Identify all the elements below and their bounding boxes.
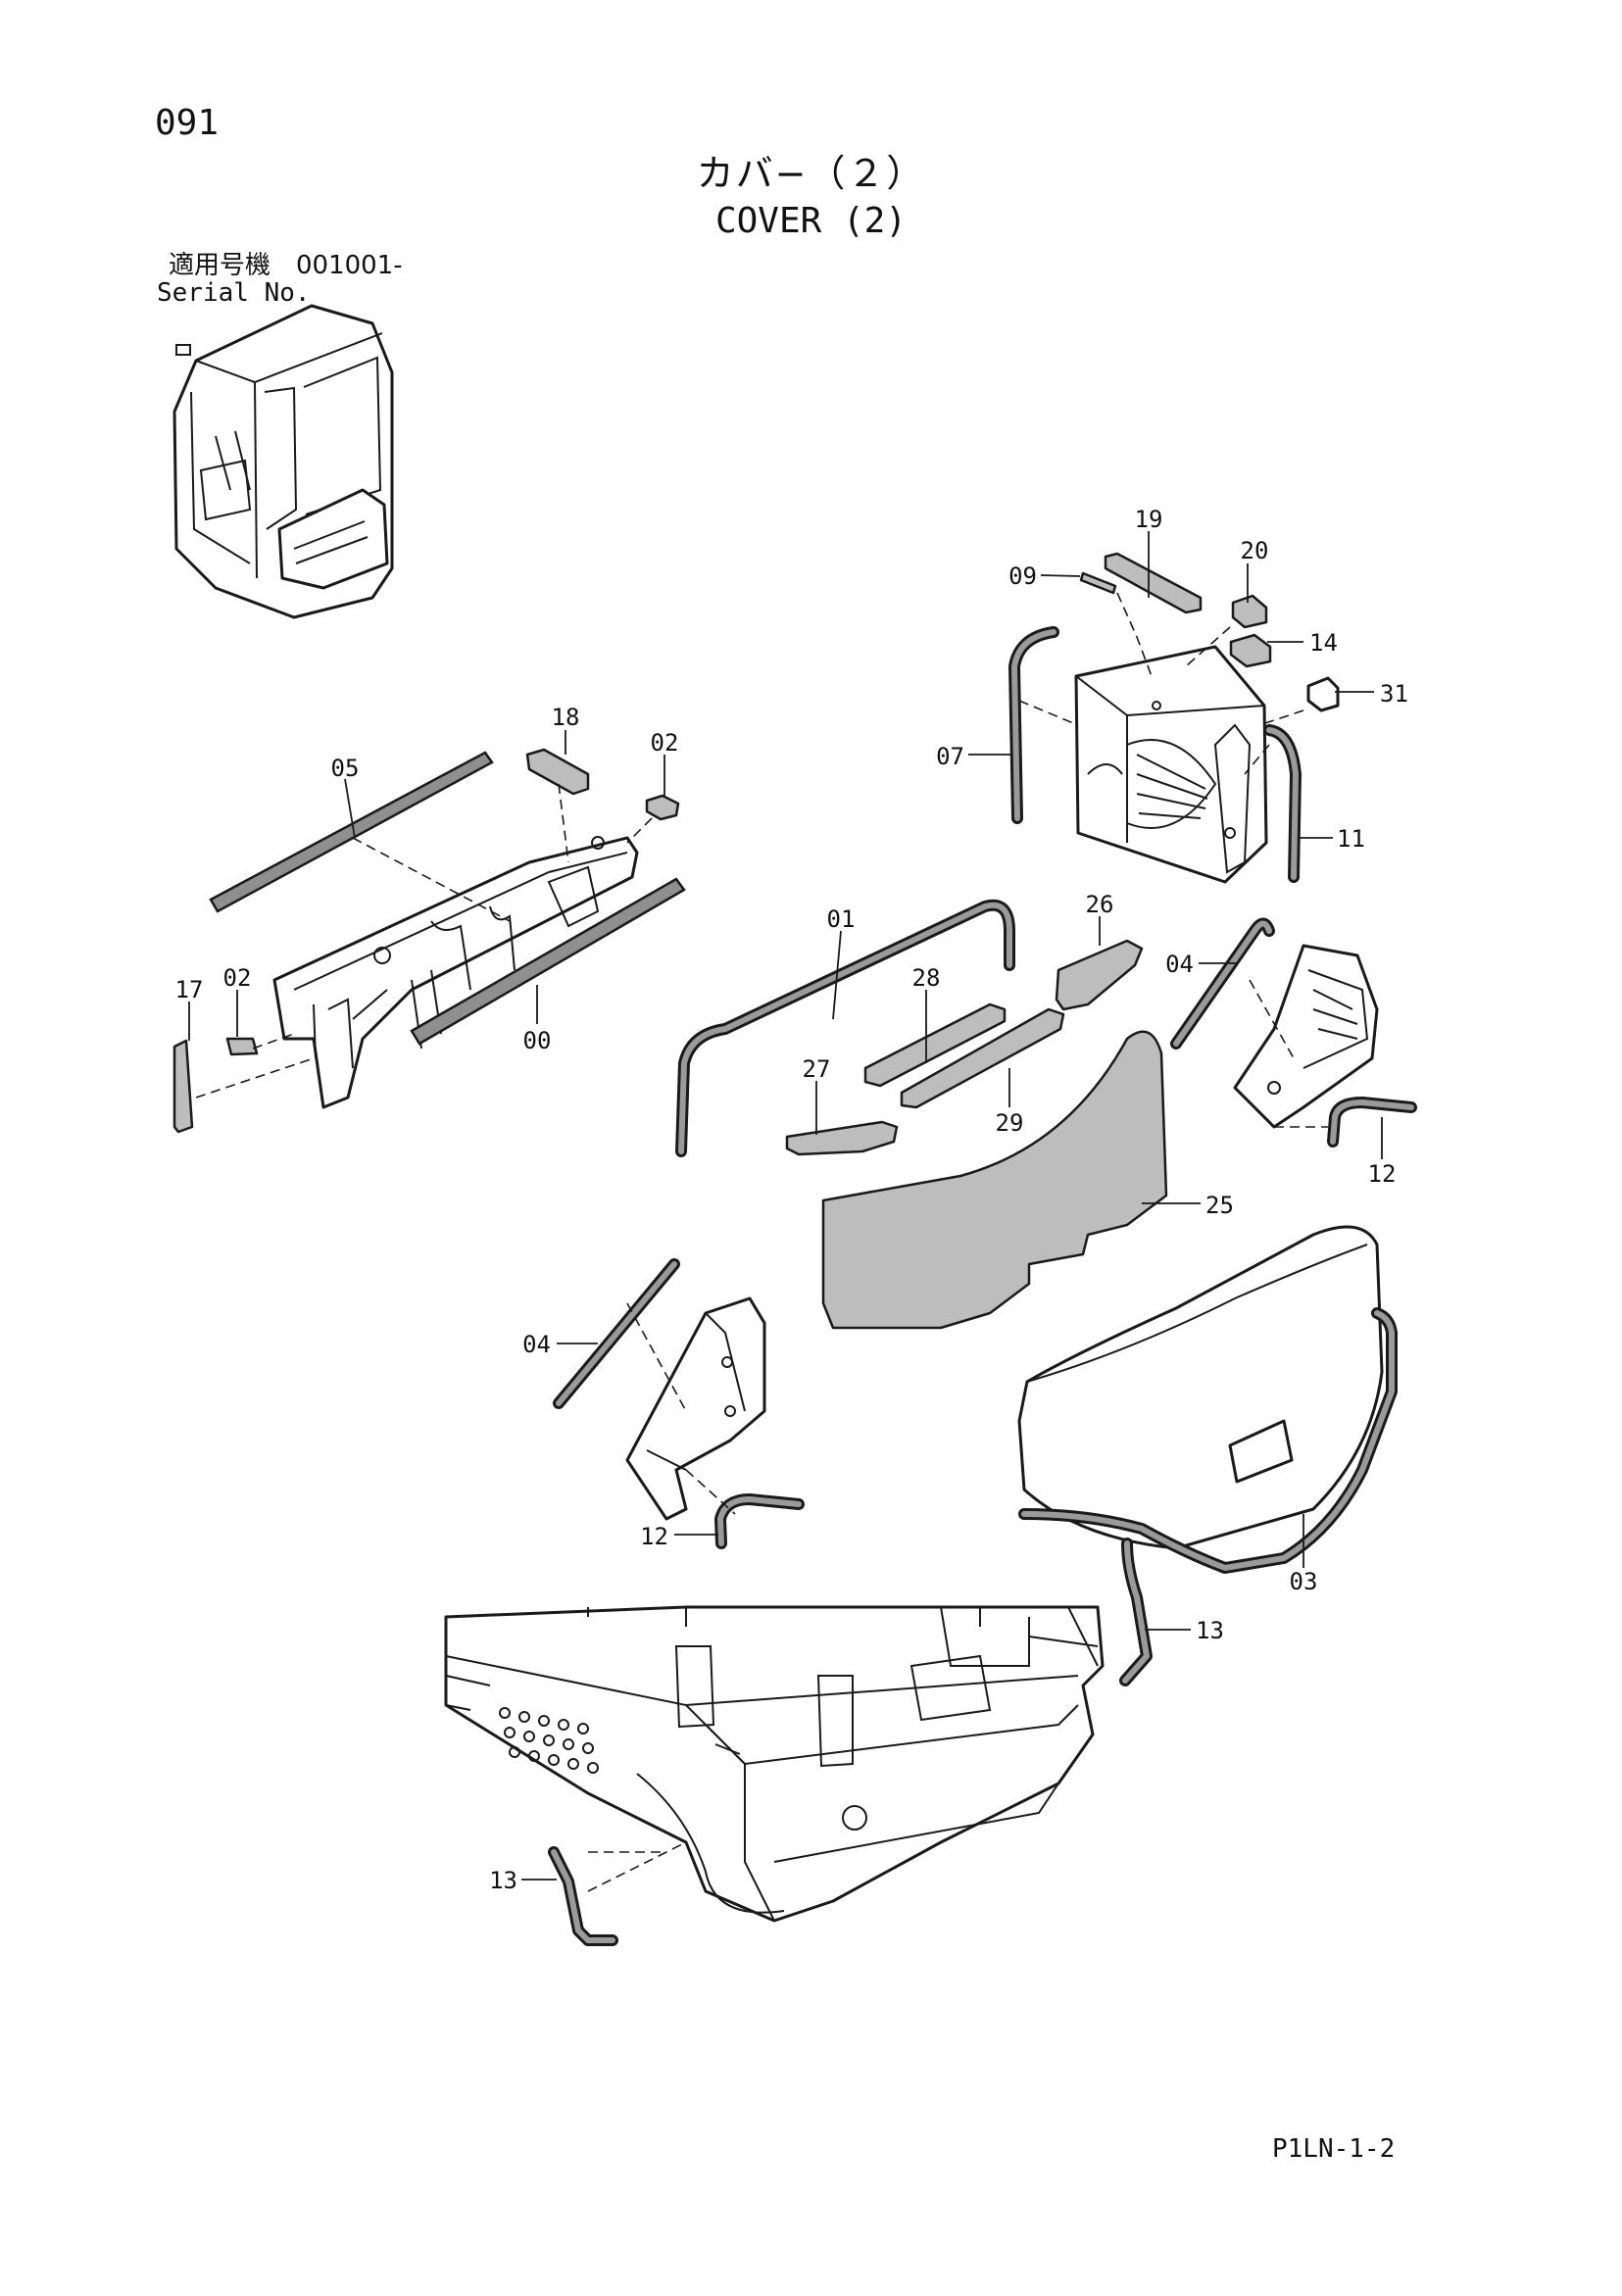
cab-thumbnail [172,304,394,619]
callout-07: 07 [936,743,964,770]
callout-17: 17 [175,976,204,1003]
page-title-japanese: カバ−（２） [696,152,926,195]
callout-31: 31 [1380,680,1408,708]
callout-12-upper: 12 [1368,1160,1397,1188]
lower-chassis [444,1605,1105,1923]
part-14 [1229,633,1272,668]
callout-14: 14 [1309,629,1338,657]
callout-28: 28 [912,964,941,992]
part-19 [1104,552,1203,614]
page-title-english: COVER (2) [714,201,908,241]
pad-25 [821,1030,1168,1330]
part-17 [172,1039,194,1134]
vent-holes [499,1707,599,1774]
callout-18: 18 [552,704,580,731]
callout-04-upper: 04 [1165,951,1194,978]
callout-20: 20 [1241,537,1269,564]
callout-13-right: 13 [1196,1617,1224,1644]
callout-13-left: 13 [489,1867,517,1894]
part-09 [1079,571,1117,595]
callout-02-upper: 02 [651,729,679,757]
pad-26 [1055,939,1144,1011]
rail-05 [209,751,494,913]
part-18 [525,748,590,796]
callout-29: 29 [996,1109,1024,1137]
callout-11: 11 [1337,825,1365,853]
pad-27 [785,1120,899,1156]
callout-09: 09 [1008,562,1037,590]
part-20 [1231,594,1268,629]
callout-01: 01 [827,905,856,933]
engine-hood [1017,1225,1384,1550]
part-31 [1306,676,1340,712]
callout-04-lower: 04 [522,1331,551,1358]
callout-02-lower: 02 [223,964,252,992]
seal-07 [1008,626,1059,824]
radiator-shroud-assembly [1074,645,1268,884]
floor-frame-assembly [272,836,639,1109]
pad-28 [863,1002,1007,1088]
page-code: P1LN-1-2 [1272,2134,1396,2164]
callout-26: 26 [1086,891,1114,918]
part-02-lower [225,1037,259,1056]
callout-25: 25 [1205,1192,1234,1219]
callout-12-lower: 12 [640,1523,668,1550]
serial-label-english: Serial No. [157,278,311,308]
callout-03: 03 [1290,1568,1318,1595]
callout-05: 05 [331,755,360,782]
callout-19: 19 [1135,506,1163,533]
pad-29 [900,1007,1065,1109]
serial-label-japanese: 適用号機 001001- [169,251,403,280]
rail-00 [410,877,686,1046]
callout-00: 00 [523,1027,552,1054]
page-number: 091 [155,103,220,143]
hood-handle [1228,1419,1294,1484]
callout-27: 27 [803,1055,831,1083]
part-02-upper [645,794,680,821]
side-cover-right [1233,944,1379,1129]
